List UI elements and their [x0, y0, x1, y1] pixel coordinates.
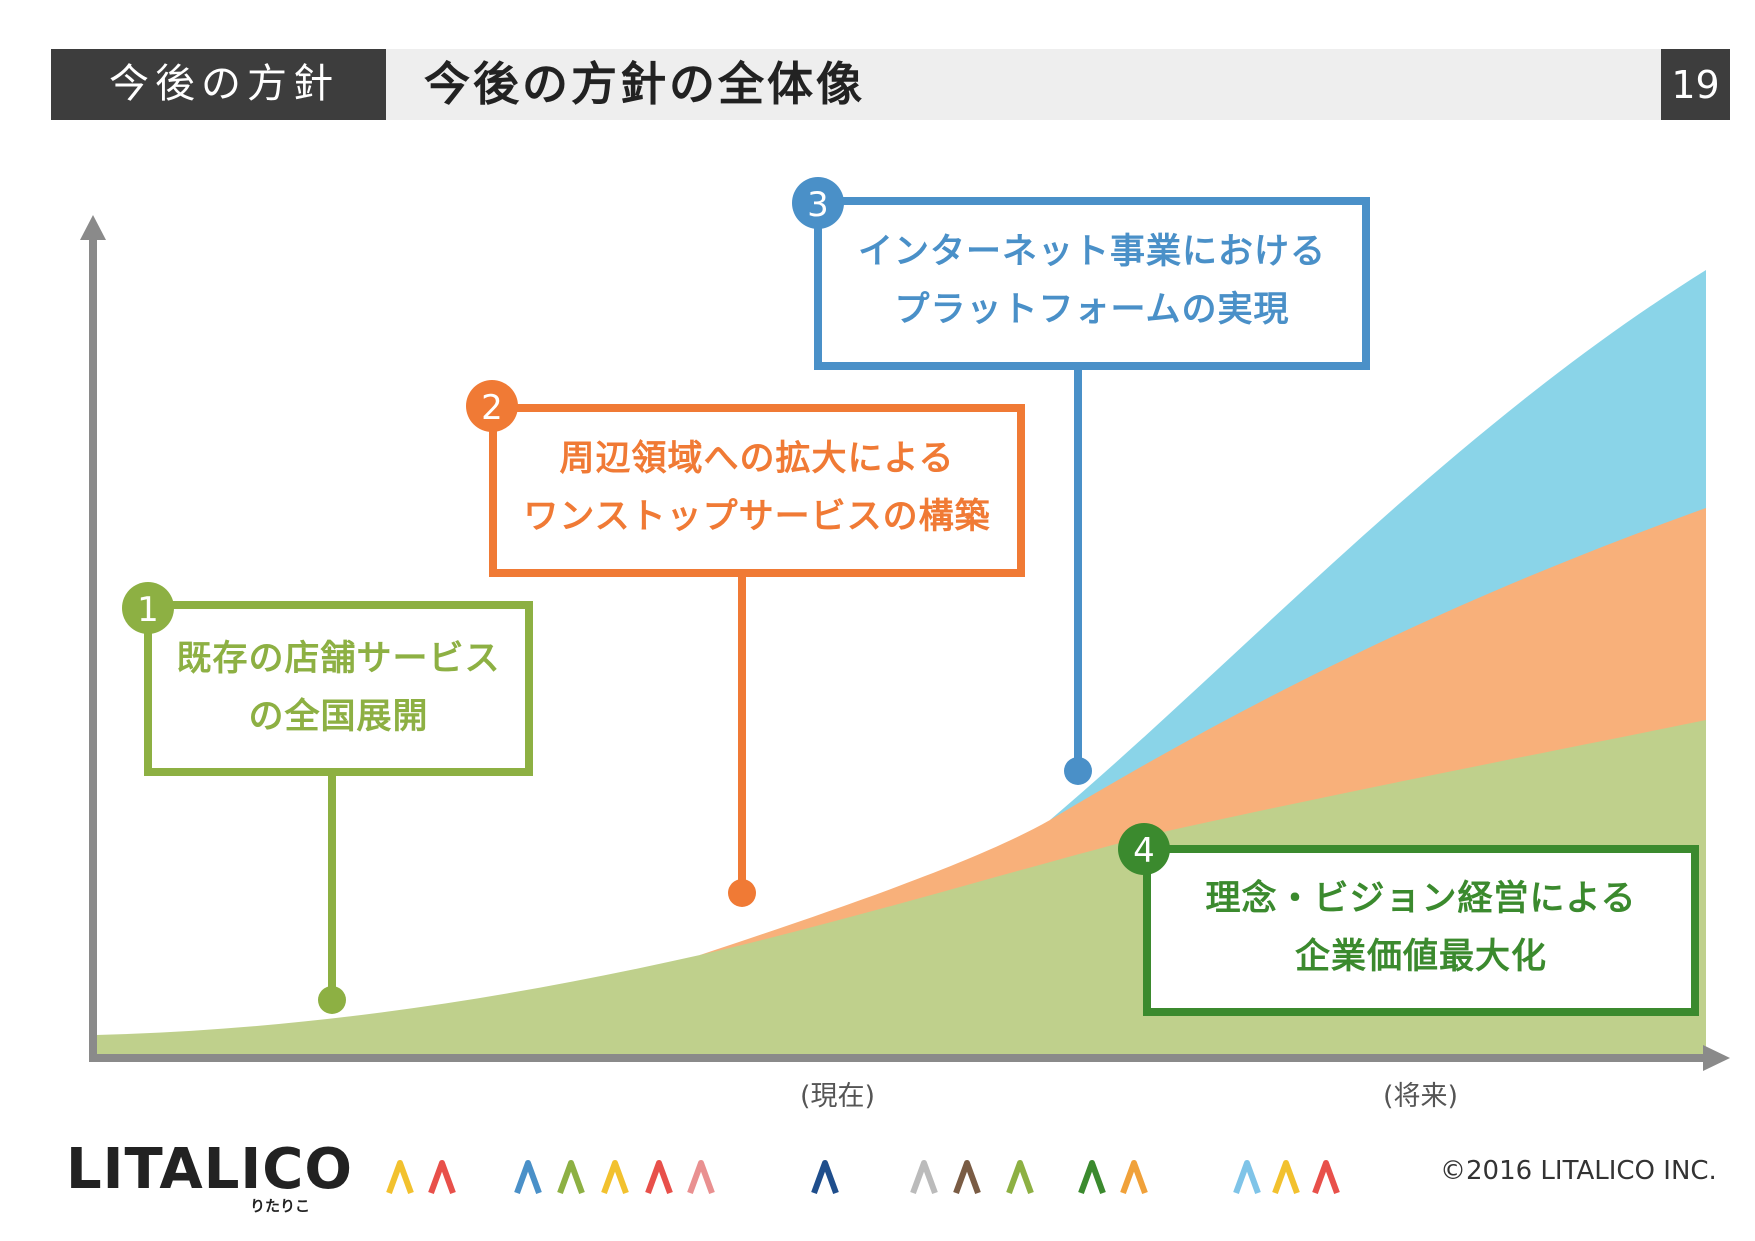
callout-2-line1: 周辺領域への拡大による [559, 439, 955, 479]
axis-label-future: (将来) [1383, 1081, 1459, 1112]
section-label-block: 今後の方針 [51, 49, 386, 120]
person-icon [644, 1155, 674, 1195]
litalico-logo-sub: りたりこ [250, 1197, 311, 1215]
y-axis-arrow [80, 215, 106, 240]
callout-4-number: 4 [1133, 831, 1155, 871]
callout-1-number: 1 [137, 590, 159, 630]
callout-3-line1: インターネット事業における [857, 232, 1326, 272]
callout-2-number: 2 [481, 388, 503, 428]
copyright: ©2016 LITALICO INC. [1440, 1156, 1717, 1186]
callout-4-line2: 企業価値最大化 [1294, 937, 1547, 977]
person-icon [1311, 1155, 1341, 1195]
callout-2-line2: ワンストップサービスの構築 [523, 497, 991, 537]
page-number: 19 [1671, 63, 1720, 107]
page-title: 今後の方針の全体像 [424, 57, 865, 111]
person-icon [1232, 1155, 1262, 1195]
callout-4: 4 [1118, 823, 1699, 1016]
person-icon [686, 1155, 716, 1195]
callout-3: 3 [792, 177, 1370, 785]
person-icon [1119, 1155, 1149, 1195]
callout-4-line1: 理念・ビジョン経営による [1205, 879, 1637, 919]
callout-3-line2: プラットフォームの実現 [894, 290, 1290, 330]
person-icon [952, 1155, 982, 1195]
page-number-block: 19 [1661, 49, 1730, 120]
person-icon [1077, 1155, 1107, 1195]
axis-label-present: (現在) [800, 1081, 876, 1112]
callout-1-line1: 既存の店舗サービス [176, 639, 501, 679]
callout-1-line2: の全国展開 [248, 697, 429, 737]
person-icon [513, 1155, 543, 1195]
litalico-logo: LITALICO [66, 1137, 353, 1202]
section-label: 今後の方針 [109, 61, 339, 107]
x-axis-arrow [1703, 1045, 1730, 1071]
person-icon [385, 1155, 415, 1195]
person-icon [600, 1155, 630, 1195]
person-icon [909, 1155, 939, 1195]
callout-2: 2 [466, 380, 1025, 907]
callout-3-text: インターネット事業における プラットフォームの実現 [822, 223, 1362, 339]
person-icon [1005, 1155, 1035, 1195]
person-icon [556, 1155, 586, 1195]
person-icon [810, 1155, 840, 1195]
callout-3-number: 3 [807, 185, 829, 225]
person-icon [1271, 1155, 1301, 1195]
person-icon [427, 1155, 457, 1195]
callout-2-text: 周辺領域への拡大による ワンストップサービスの構築 [497, 430, 1017, 546]
title-bar: 今後の方針の全体像 [386, 49, 1661, 120]
callout-1-text: 既存の店舗サービス の全国展開 [152, 630, 525, 746]
callout-1: 1 [122, 582, 533, 1014]
callout-4-text: 理念・ビジョン経営による 企業価値最大化 [1151, 870, 1691, 986]
